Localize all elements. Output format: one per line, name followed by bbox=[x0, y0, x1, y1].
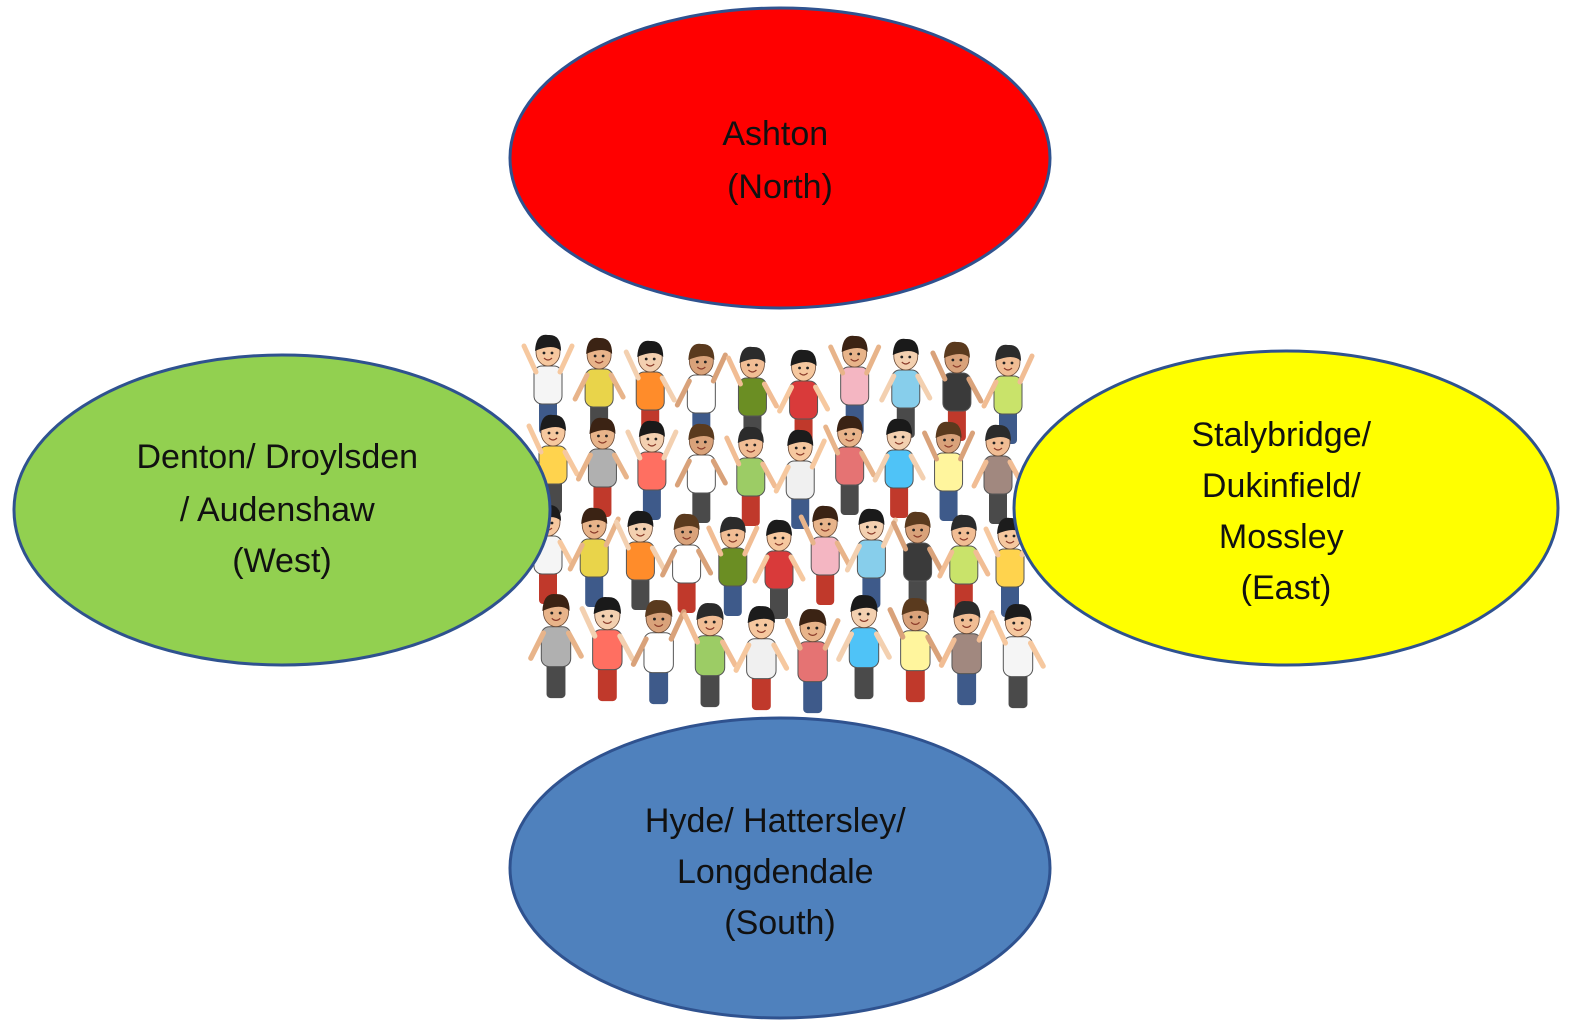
crowd-person bbox=[777, 349, 831, 449]
region-west-label: Denton/ Droylsden / Audenshaw (West) bbox=[136, 438, 427, 580]
crowd-person bbox=[971, 424, 1025, 524]
crowd-person bbox=[567, 507, 621, 607]
crowd-illustration bbox=[521, 334, 1046, 714]
region-south-line-1: Hyde/ Hattersley/ bbox=[645, 802, 906, 840]
crowd-person bbox=[784, 608, 841, 714]
region-west: Denton/ Droylsden / Audenshaw (West) bbox=[12, 353, 552, 667]
crowd-person bbox=[887, 597, 944, 703]
crowd-person bbox=[990, 603, 1046, 709]
crowd-person bbox=[938, 600, 995, 706]
region-west-line-2: / Audenshaw bbox=[180, 491, 375, 529]
crowd-person bbox=[526, 414, 580, 514]
crowd-person bbox=[773, 429, 827, 529]
crowd-person bbox=[752, 519, 806, 619]
crowd-person bbox=[572, 337, 626, 437]
crowd-person bbox=[891, 511, 945, 611]
crowd-person bbox=[528, 593, 584, 699]
region-north-line-2: (North) bbox=[727, 168, 833, 206]
crowd-person bbox=[630, 599, 687, 705]
crowd-person bbox=[798, 505, 852, 605]
crowd-person bbox=[674, 423, 728, 523]
region-east: Stalybridge/ Dukinfield/ Mossley (East) bbox=[1012, 349, 1560, 667]
region-west-ellipse bbox=[12, 353, 552, 667]
region-east-label: Stalybridge/ Dukinfield/ Mossley (East) bbox=[1192, 416, 1381, 607]
crowd-person bbox=[682, 602, 738, 708]
region-east-line-4: (East) bbox=[1241, 569, 1332, 607]
crowd-person bbox=[823, 415, 877, 515]
region-east-ellipse bbox=[1012, 349, 1560, 667]
crowd-person bbox=[625, 420, 679, 520]
crowd-person bbox=[844, 508, 898, 608]
region-north: Ashton (North) bbox=[508, 6, 1052, 310]
crowd-person bbox=[872, 418, 926, 518]
region-east-line-1: Stalybridge/ bbox=[1192, 416, 1372, 454]
crowd-person bbox=[660, 513, 714, 613]
region-north-line-1: Ashton bbox=[722, 115, 828, 153]
region-south-line-2: Longdendale bbox=[677, 853, 874, 891]
crowd-person bbox=[922, 421, 976, 521]
region-west-line-1: Denton/ Droylsden bbox=[136, 438, 418, 476]
crowd-person bbox=[836, 594, 892, 700]
crowd-person bbox=[613, 510, 667, 610]
region-east-line-3: Mossley bbox=[1219, 518, 1344, 556]
region-south-label: Hyde/ Hattersley/ Longdendale (South) bbox=[645, 802, 915, 942]
region-north-label: Ashton (North) bbox=[722, 115, 837, 206]
region-east-line-2: Dukinfield/ bbox=[1202, 467, 1361, 505]
region-north-ellipse bbox=[508, 6, 1052, 310]
crowd-person bbox=[706, 516, 760, 616]
region-south: Hyde/ Hattersley/ Longdendale (South) bbox=[508, 716, 1052, 1020]
crowd-person bbox=[724, 426, 778, 526]
crowd-person bbox=[579, 596, 636, 702]
crowd-person bbox=[733, 605, 790, 711]
crowd-person bbox=[937, 514, 991, 614]
region-west-line-3: (West) bbox=[232, 542, 331, 580]
region-south-ellipse bbox=[508, 716, 1052, 1020]
region-south-line-3: (South) bbox=[724, 904, 836, 942]
crowd-person bbox=[575, 417, 629, 517]
